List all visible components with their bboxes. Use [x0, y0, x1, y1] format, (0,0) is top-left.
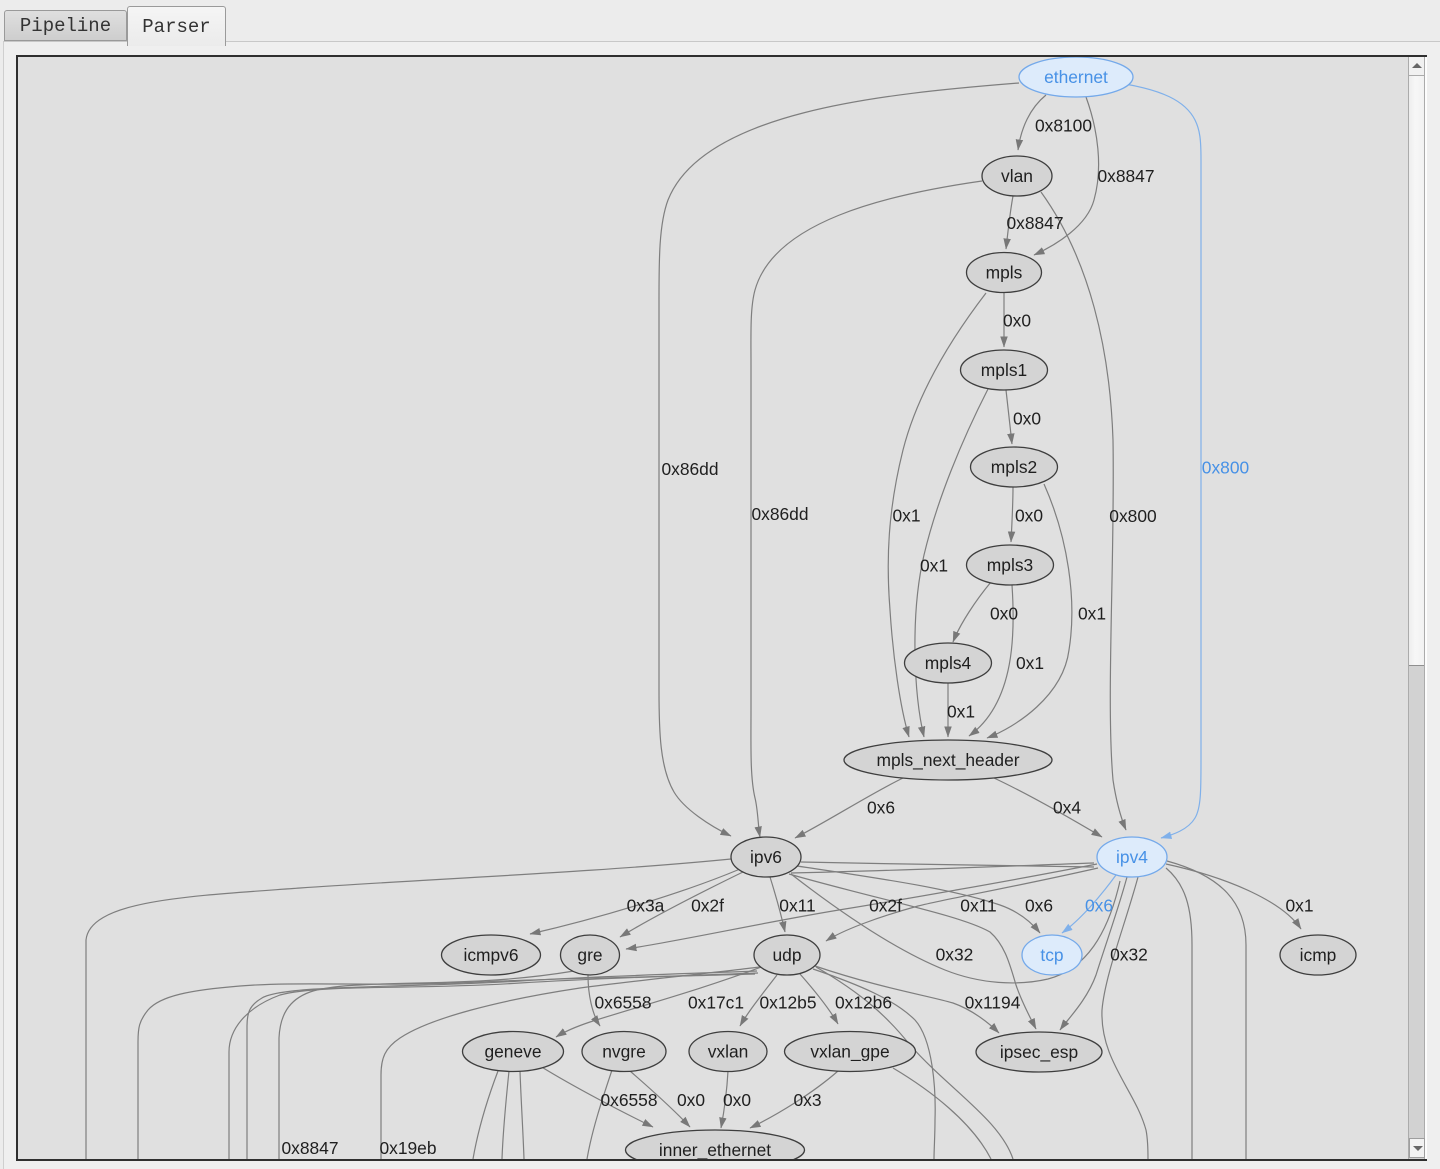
svg-text:gre: gre — [577, 945, 602, 965]
svg-text:ipv4: ipv4 — [1116, 847, 1148, 867]
svg-text:0x3a: 0x3a — [627, 896, 665, 916]
svg-text:0x8847: 0x8847 — [281, 1138, 338, 1158]
svg-text:0x1: 0x1 — [892, 506, 920, 526]
svg-text:0x17c1: 0x17c1 — [688, 993, 744, 1013]
svg-text:mpls1: mpls1 — [981, 360, 1027, 380]
svg-text:0x11: 0x11 — [960, 896, 996, 916]
svg-text:icmp: icmp — [1300, 945, 1337, 965]
svg-text:0x86dd: 0x86dd — [751, 504, 808, 524]
svg-text:0x8847: 0x8847 — [1006, 213, 1063, 233]
svg-text:0x6558: 0x6558 — [594, 993, 651, 1013]
svg-text:0x0: 0x0 — [677, 1090, 705, 1110]
svg-text:udp: udp — [772, 945, 801, 965]
svg-text:0x8100: 0x8100 — [1035, 116, 1092, 136]
svg-text:0x6: 0x6 — [867, 798, 895, 818]
svg-text:0x800: 0x800 — [1202, 458, 1249, 478]
svg-text:0x1: 0x1 — [1285, 896, 1313, 916]
svg-text:0x12b6: 0x12b6 — [835, 993, 892, 1013]
svg-text:mpls3: mpls3 — [987, 555, 1033, 575]
svg-text:0x12b5: 0x12b5 — [759, 993, 816, 1013]
svg-text:0x1: 0x1 — [920, 556, 948, 576]
svg-text:0x8847: 0x8847 — [1097, 166, 1154, 186]
svg-text:mpls_next_header: mpls_next_header — [876, 750, 1019, 770]
svg-text:icmpv6: icmpv6 — [463, 945, 518, 965]
svg-text:0x0: 0x0 — [1003, 311, 1031, 331]
svg-text:0x86dd: 0x86dd — [661, 459, 718, 479]
svg-text:inner_ethernet: inner_ethernet — [659, 1140, 771, 1159]
svg-text:mpls2: mpls2 — [991, 457, 1037, 477]
svg-text:vxlan: vxlan — [708, 1042, 749, 1062]
svg-text:0x2f: 0x2f — [691, 896, 724, 916]
svg-text:ipv6: ipv6 — [750, 847, 782, 867]
svg-text:0x32: 0x32 — [1110, 945, 1148, 965]
svg-text:0x1: 0x1 — [1016, 653, 1044, 673]
svg-text:0x2f: 0x2f — [869, 896, 902, 916]
svg-text:vlan: vlan — [1001, 166, 1033, 186]
svg-text:0x11: 0x11 — [779, 896, 815, 916]
svg-text:ethernet: ethernet — [1044, 67, 1108, 87]
svg-text:nvgre: nvgre — [602, 1042, 646, 1062]
svg-text:0x800: 0x800 — [1109, 506, 1156, 526]
svg-text:geneve: geneve — [484, 1042, 541, 1062]
svg-text:0x0: 0x0 — [1013, 409, 1041, 429]
svg-text:mpls4: mpls4 — [925, 653, 972, 673]
svg-text:0x0: 0x0 — [990, 604, 1018, 624]
svg-text:0x4: 0x4 — [1053, 798, 1081, 818]
svg-text:0x3: 0x3 — [793, 1090, 821, 1110]
svg-text:0x6558: 0x6558 — [600, 1090, 657, 1110]
svg-text:0x0: 0x0 — [1015, 506, 1043, 526]
svg-text:0x19eb: 0x19eb — [379, 1138, 436, 1158]
svg-text:ipsec_esp: ipsec_esp — [1000, 1042, 1078, 1062]
svg-text:mpls: mpls — [986, 263, 1023, 283]
svg-text:0x1194: 0x1194 — [965, 993, 1021, 1013]
svg-text:0x6: 0x6 — [1025, 896, 1053, 916]
svg-text:0x6: 0x6 — [1085, 896, 1113, 916]
svg-text:0x32: 0x32 — [936, 945, 974, 965]
svg-text:0x1: 0x1 — [1078, 604, 1106, 624]
svg-text:0x0: 0x0 — [723, 1090, 751, 1110]
svg-text:tcp: tcp — [1040, 945, 1063, 965]
svg-text:0x1: 0x1 — [947, 702, 975, 722]
svg-text:vxlan_gpe: vxlan_gpe — [810, 1042, 889, 1062]
